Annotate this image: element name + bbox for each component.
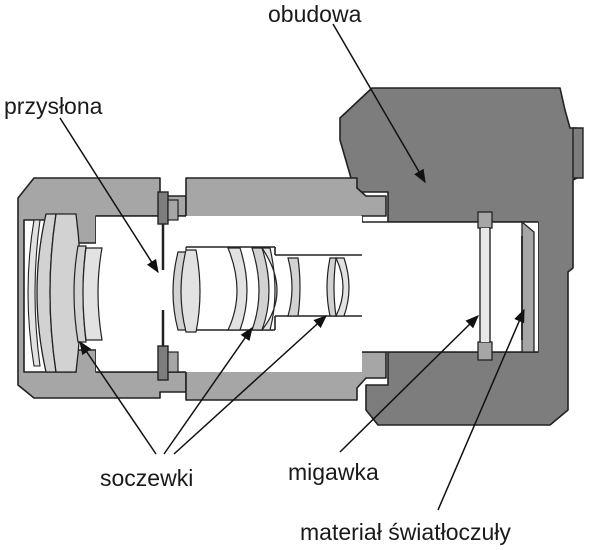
label-aperture: przysłona (4, 93, 103, 119)
mount-flange-bottom-2 (167, 351, 179, 373)
label-shutter: migawka (288, 459, 379, 485)
sensor-leader-line (437, 308, 525, 511)
film-plane (521, 220, 535, 353)
lenses-leader-line-3 (173, 315, 327, 455)
label-lenses: soczewki (100, 465, 193, 491)
lenses-leader-line-2 (163, 326, 253, 455)
lens-element-11 (287, 257, 301, 317)
lens-element-13 (335, 257, 350, 317)
lens-element-10 (260, 247, 278, 331)
mirror-box-cavity (362, 222, 538, 352)
shutter-leader-line (339, 315, 479, 453)
lenses-leader-line-1 (79, 340, 157, 455)
mount-flange-top-2 (167, 199, 179, 221)
lens-interior (96, 216, 362, 372)
housing-leader-line (332, 23, 426, 184)
shutter-bracket-top (477, 211, 493, 229)
viewfinder-bump (572, 127, 584, 179)
lens-element-8 (227, 247, 248, 331)
label-housing: obudowa (268, 1, 362, 27)
lens-element-5 (82, 247, 103, 341)
mount-flange-bottom (157, 345, 169, 381)
shutter-bracket-bottom (477, 341, 493, 361)
front-lens-element-3 (27, 219, 41, 367)
aperture-leader-line (59, 117, 159, 274)
lens-element-7 (180, 249, 201, 333)
label-sensor: materiał światłoczuły (300, 519, 511, 545)
shutter-blade (481, 228, 489, 342)
mount-flange-top (157, 191, 169, 225)
